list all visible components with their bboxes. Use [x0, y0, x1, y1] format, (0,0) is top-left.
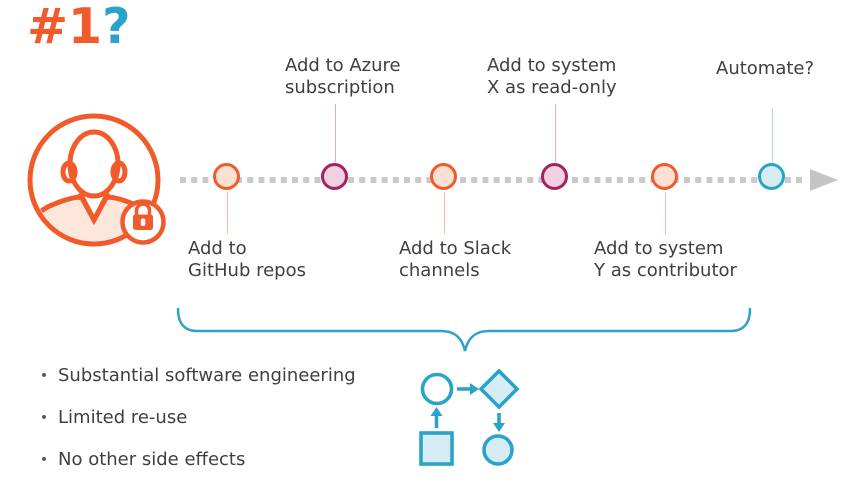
- label-line: Add to Azure: [285, 55, 401, 76]
- flow-arrow-down-head: [493, 423, 505, 432]
- milestone-dot-system-x: [541, 163, 568, 190]
- label-line: Add to system: [487, 55, 617, 76]
- label-line: Add to system: [594, 238, 724, 259]
- avatar-circle: [27, 113, 161, 247]
- locked-user-avatar-icon: [27, 113, 166, 247]
- milestone-label-system-x: Add to system X as read-only: [487, 55, 617, 99]
- page-title: #1?: [27, 0, 131, 55]
- lock-icon: [120, 199, 166, 245]
- bullet-icon: •: [39, 452, 49, 468]
- leader-line-azure: [335, 104, 336, 162]
- leader-line-github: [227, 192, 228, 234]
- label-line: subscription: [285, 77, 395, 98]
- label-line: Add to: [188, 238, 247, 259]
- timeline-arrow-icon: [810, 169, 838, 191]
- bullet-text: Limited re-use: [58, 407, 188, 428]
- flow-circle-bottom: [482, 434, 514, 466]
- milestone-dot-system-y: [651, 163, 678, 190]
- flow-diamond: [478, 368, 520, 410]
- avatar-head: [67, 129, 121, 199]
- milestone-dot-automate: [758, 163, 785, 190]
- notes-list: • Substantial software engineering • Lim…: [30, 364, 356, 490]
- milestone-dot-github: [213, 163, 240, 190]
- milestone-label-github: Add to GitHub repos: [188, 238, 306, 282]
- leader-line-automate: [772, 108, 773, 162]
- flow-arrow-right-head: [470, 383, 479, 395]
- brace-icon: [176, 307, 752, 352]
- label-line: Automate?: [716, 58, 815, 79]
- flow-circle-top: [420, 372, 454, 406]
- milestone-dot-azure: [321, 163, 348, 190]
- title-number: #1: [27, 0, 103, 55]
- bullet-text: No other side effects: [58, 449, 246, 470]
- milestone-label-system-y: Add to system Y as contributor: [594, 238, 737, 282]
- flow-square: [419, 431, 454, 466]
- list-item: • Substantial software engineering: [30, 364, 356, 406]
- label-line: GitHub repos: [188, 260, 306, 281]
- milestone-label-azure: Add to Azure subscription: [285, 55, 401, 99]
- list-item: • No other side effects: [30, 448, 356, 490]
- leader-line-system-y: [665, 192, 666, 234]
- milestone-dot-slack: [430, 163, 457, 190]
- label-line: Y as contributor: [594, 260, 737, 281]
- bullet-icon: •: [39, 410, 49, 426]
- leader-line-slack: [444, 192, 445, 234]
- title-question-mark: ?: [102, 0, 131, 55]
- milestone-label-automate: Automate?: [716, 58, 814, 80]
- label-line: Add to Slack: [399, 238, 512, 259]
- milestone-label-slack: Add to Slack channels: [399, 238, 511, 282]
- list-item: • Limited re-use: [30, 406, 356, 448]
- avatar-neck: [77, 191, 111, 223]
- leader-line-system-x: [555, 104, 556, 162]
- label-line: channels: [399, 260, 480, 281]
- label-line: X as read-only: [487, 77, 617, 98]
- flow-arrow-up-head: [430, 407, 443, 416]
- bullet-text: Substantial software engineering: [58, 365, 356, 386]
- process-flow-icon: [419, 368, 520, 466]
- bullet-icon: •: [39, 368, 49, 384]
